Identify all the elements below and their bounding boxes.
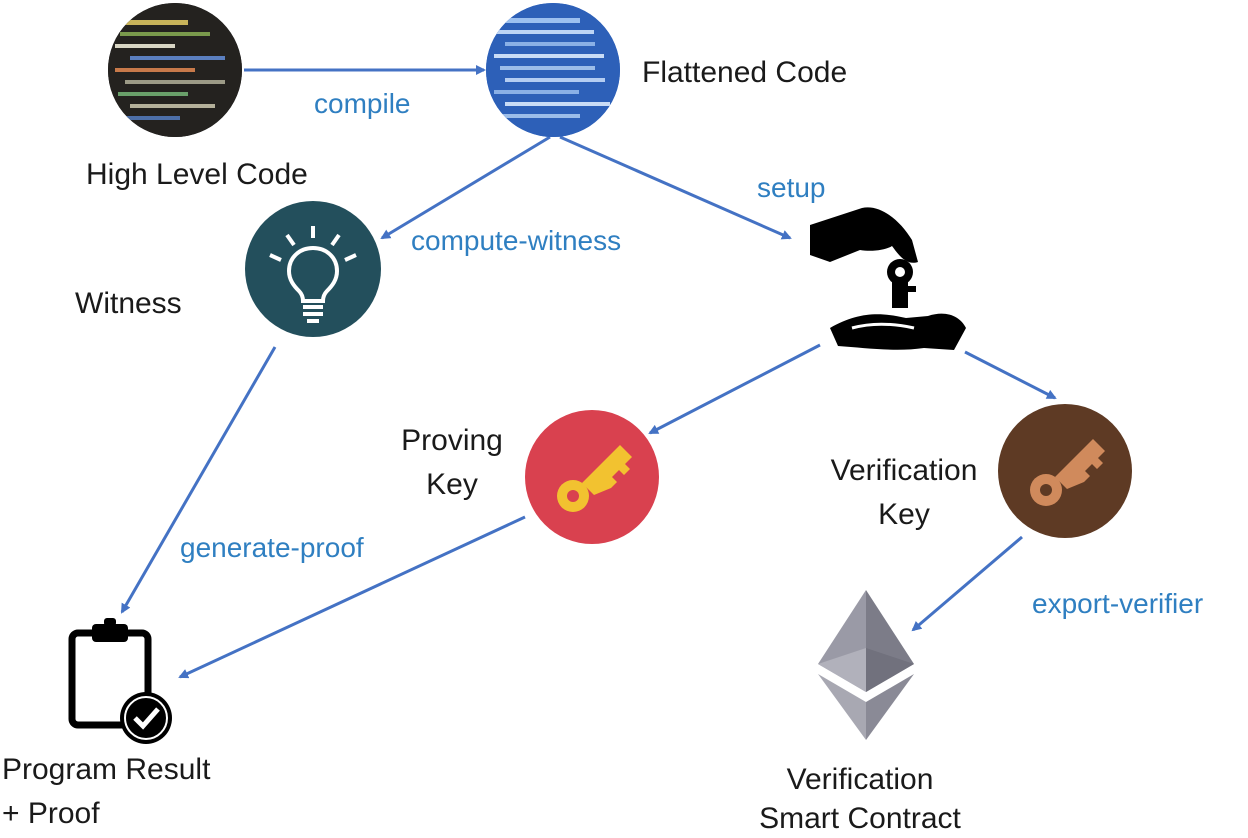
key-icon (525, 410, 659, 544)
edge-label-setup: setup (757, 172, 826, 204)
key-icon (998, 404, 1132, 538)
edge-label-compile: compile (314, 88, 410, 120)
proving-key-line2: Key (426, 467, 478, 501)
node-label-program-result: Program Result + Proof (2, 748, 210, 835)
edge-label-export-verifier: export-verifier (1032, 588, 1203, 620)
node-label-smart-contract: Verification Smart Contract (744, 760, 976, 838)
witness-text: Witness (75, 287, 182, 320)
high-level-code-text: High Level Code (86, 158, 308, 191)
compile-text: compile (314, 88, 411, 119)
verification-key-line2: Key (878, 497, 930, 531)
node-label-verification-key: Verification Key (814, 449, 994, 536)
program-result-line2: + Proof (2, 796, 100, 830)
node-label-high-level-code: High Level Code (86, 153, 308, 197)
arrow-setup (559, 135, 792, 240)
arrow-generate-proof (178, 515, 526, 679)
edge-label-compute-witness: compute-witness (411, 225, 621, 257)
ethereum-icon (818, 590, 914, 740)
flattened-code-text: Flattened Code (642, 56, 848, 89)
verification-key-line1: Verification (830, 454, 978, 487)
node-label-flattened-code: Flattened Code (642, 51, 847, 95)
arrow-witness-to-result (120, 346, 277, 614)
generate-proof-text: generate-proof (180, 532, 364, 563)
code-screen-icon (486, 3, 620, 137)
smart-contract-line2: Smart Contract (759, 802, 961, 835)
proving-key-line1: Proving (401, 424, 503, 457)
arrow-export-verifier (911, 535, 1023, 632)
export-verifier-text: export-verifier (1032, 588, 1204, 619)
edge-label-generate-proof: generate-proof (180, 532, 364, 564)
node-label-witness: Witness (75, 282, 182, 326)
clipboard-check-icon (68, 618, 172, 744)
arrow-compute-witness (380, 135, 551, 240)
compute-witness-text: compute-witness (411, 225, 622, 256)
lightbulb-icon (245, 201, 381, 337)
key-handover-icon (810, 207, 966, 350)
arrow-setup-to-proving-key (648, 343, 821, 435)
arrow-setup-to-verification-key (964, 350, 1057, 400)
setup-text: setup (757, 172, 826, 203)
program-result-line1: Program Result (2, 753, 211, 786)
node-label-proving-key: Proving Key (396, 419, 508, 506)
code-screen-icon (108, 3, 242, 137)
smart-contract-line1: Verification (786, 763, 934, 796)
